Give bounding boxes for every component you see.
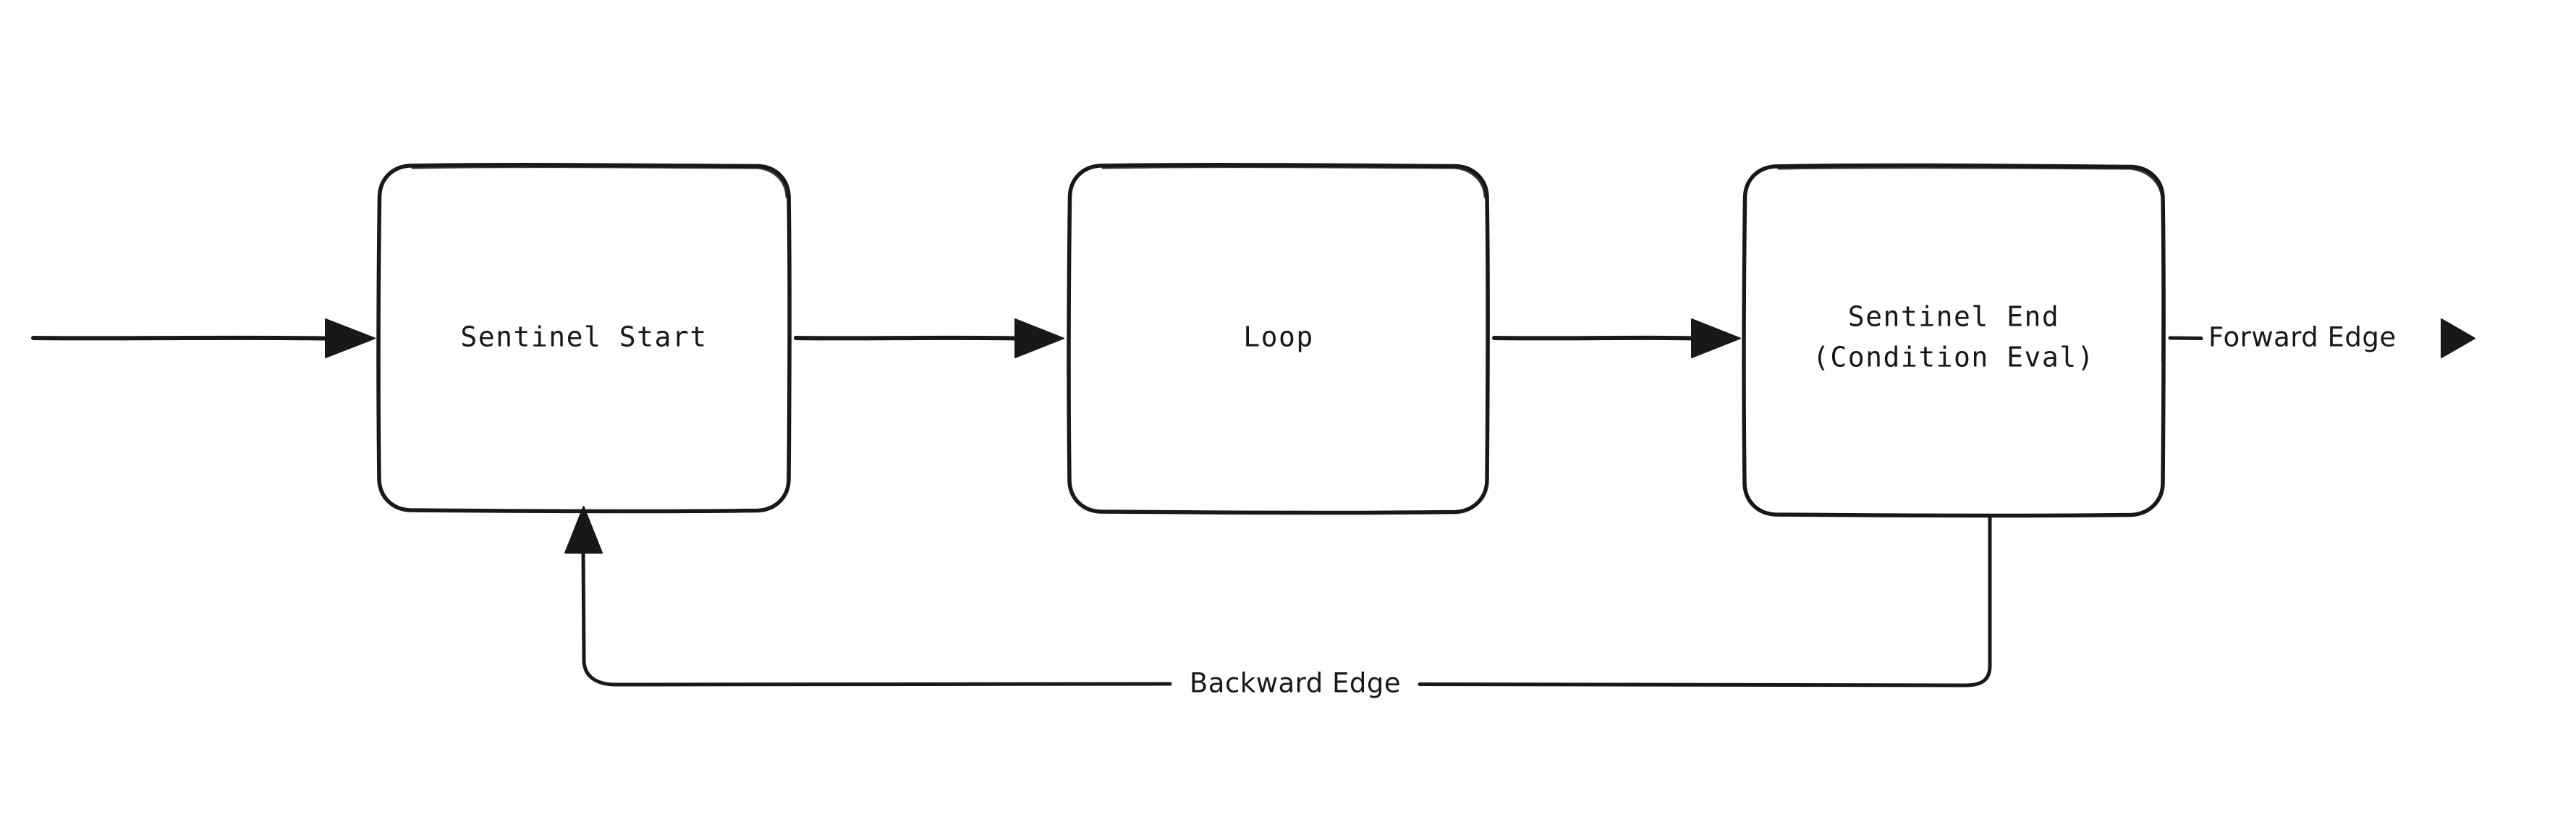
edge-backward-line [1418, 514, 1992, 688]
edge-backward-line-left [581, 549, 1172, 687]
node-sentinel-end-sketch-overlay [1777, 166, 2164, 363]
edge-loop-to-end [1492, 318, 1741, 358]
edge-entry [31, 318, 376, 358]
node-loop-shape [1067, 163, 1490, 515]
edge-forward-stub-line [2168, 336, 2203, 340]
node-sentinel-start-sketch-overlay [411, 166, 788, 198]
node-sentinel-start[interactable]: Sentinel Start [376, 163, 792, 514]
edge-start-to-loop [794, 318, 1064, 358]
node-sentinel-end-label-line-1: Sentinel End [1848, 301, 2060, 333]
node-loop[interactable]: Loop [1067, 163, 1490, 515]
edge-entry-arrowhead-icon [325, 318, 376, 358]
node-sentinel-start-label: Sentinel Start [460, 321, 707, 353]
node-sentinel-end-shape [1742, 163, 2166, 518]
edge-entry-line [31, 335, 329, 341]
edge-backward-arrowhead-icon [564, 506, 603, 554]
edge-forward: Forward Edge [2168, 318, 2475, 358]
node-sentinel-end-label-line-2: (Condition Eval) [1813, 342, 2095, 373]
edge-backward: Backward Edge [564, 506, 1992, 699]
edge-backward-label: Backward Edge [1190, 668, 1401, 699]
node-loop-sketch-overlay [1101, 166, 1486, 198]
edge-start-to-loop-line [794, 335, 1019, 341]
node-sentinel-start-shape [376, 163, 792, 514]
edge-loop-to-end-line [1492, 335, 1695, 341]
edge-loop-to-end-arrowhead-icon [1691, 318, 1741, 358]
node-sentinel-end[interactable]: Sentinel End (Condition Eval) [1742, 163, 2166, 518]
edge-forward-arrowhead-icon [2441, 318, 2475, 358]
edge-forward-label: Forward Edge [2208, 322, 2397, 353]
edge-start-to-loop-arrowhead-icon [1014, 318, 1064, 358]
node-loop-label: Loop [1243, 321, 1314, 353]
